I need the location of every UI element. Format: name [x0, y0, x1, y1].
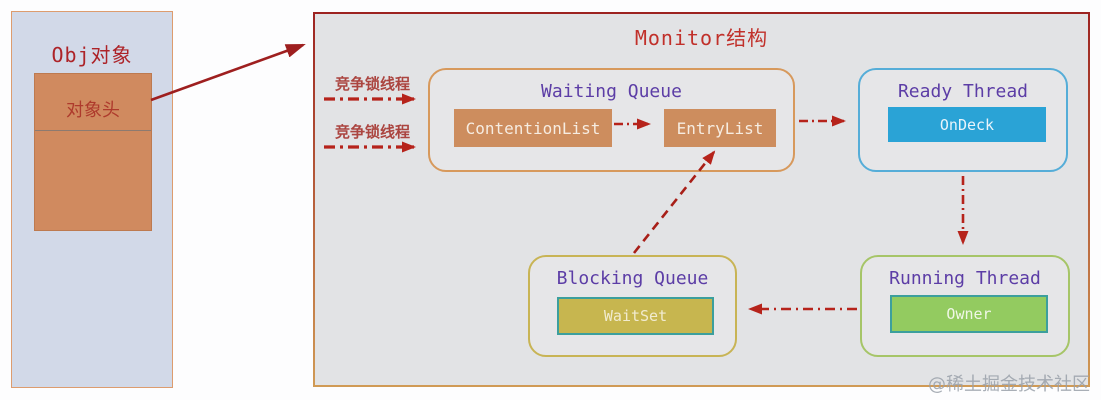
- blocking-queue-title: Blocking Queue: [556, 268, 709, 289]
- owner-box: Owner: [890, 295, 1048, 333]
- ready-thread-title: Ready Thread: [897, 81, 1029, 102]
- contender-thread-label-2: 竞争锁线程: [334, 123, 410, 141]
- running-thread-title: Running Thread: [889, 268, 1041, 289]
- object-header-label: 对象头: [66, 100, 120, 121]
- entry-list-box: EntryList: [664, 109, 776, 147]
- contention-list-box: ContentionList: [454, 109, 612, 147]
- obj-object-box: Obj对象 对象头: [11, 11, 173, 388]
- object-header-divider: [35, 130, 151, 131]
- contender-thread-label-1: 竞争锁线程: [334, 75, 410, 93]
- blocking-queue-box: Blocking Queue WaitSet: [528, 255, 737, 357]
- monitor-title: Monitor结构: [634, 26, 769, 50]
- watermark-text: @稀土掘金技术社区: [928, 374, 1090, 395]
- waiting-queue-title: Waiting Queue: [541, 81, 682, 102]
- waitset-box: WaitSet: [557, 297, 714, 335]
- ondeck-box: OnDeck: [888, 107, 1046, 142]
- arrow-obj-to-monitor: [150, 43, 306, 102]
- obj-object-title: Obj对象: [51, 43, 133, 67]
- ready-thread-box: Ready Thread OnDeck: [858, 68, 1068, 172]
- running-thread-box: Running Thread Owner: [860, 255, 1070, 357]
- waiting-queue-box: Waiting Queue ContentionList EntryList: [428, 68, 795, 172]
- object-header-box: 对象头: [34, 73, 152, 231]
